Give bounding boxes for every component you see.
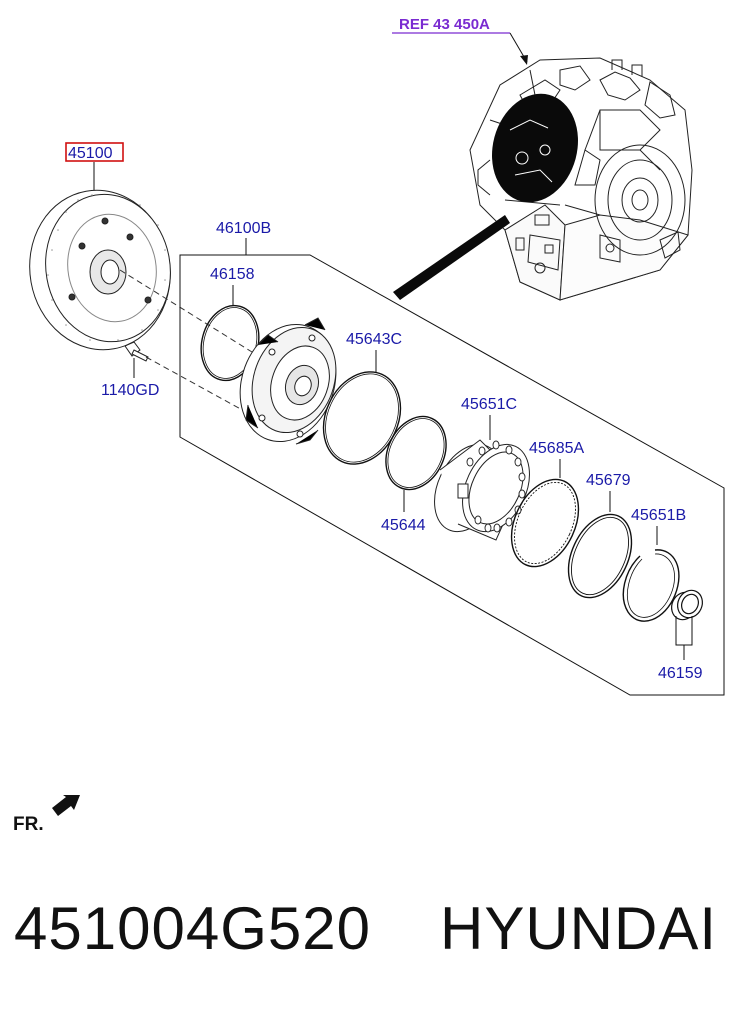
oring-45644-inner: [387, 418, 445, 488]
callout-45644[interactable]: 45644: [381, 517, 426, 534]
callout-45651B[interactable]: 45651B: [631, 507, 686, 524]
oring-45644: [385, 415, 447, 491]
snap-ring-45685A-inner: [514, 481, 576, 565]
torque-converter: [29, 189, 171, 351]
callout-45651C[interactable]: 45651C: [461, 396, 517, 413]
part-number: 451004G520: [14, 895, 371, 962]
snap-ring-45685A: [510, 478, 580, 568]
callout-1140GD[interactable]: 1140GD: [101, 382, 159, 399]
callout-45685A[interactable]: 45685A: [529, 440, 584, 457]
ring-45679: [567, 513, 633, 599]
callout-45679[interactable]: 45679: [586, 472, 631, 489]
oil-pump-housing: [239, 317, 337, 445]
mounting-face-detail: [509, 119, 553, 183]
kit-boundary-46100B: [179, 254, 725, 696]
bolt-1140GD: [124, 341, 149, 362]
reference-leader-band: [393, 215, 510, 300]
callout-46158[interactable]: 46158: [210, 266, 255, 283]
ring-45679-inner: [571, 516, 629, 596]
callout-46100B[interactable]: 46100B: [216, 220, 271, 237]
callout-45643C[interactable]: 45643C: [346, 331, 402, 348]
front-label: FR.: [13, 814, 44, 835]
callout-46159[interactable]: 46159: [658, 665, 703, 682]
brand-name: HYUNDAI: [440, 895, 718, 962]
highlight-box-45100: [65, 142, 124, 162]
callout-45100[interactable]: 45100: [68, 145, 113, 162]
alignment-dashes: [119, 269, 253, 413]
transmission-mounting-face: [492, 93, 578, 203]
snap-ring-45651B-inner: [627, 553, 675, 618]
front-arrow-icon: [52, 795, 80, 816]
ref-label: REF 43 450A: [399, 16, 490, 33]
small-seal-46159: [671, 589, 703, 621]
clutch-drum-45651C: [434, 439, 530, 541]
footer-bar: 451004G520 HYUNDAI: [0, 880, 740, 990]
snap-ring-45651B: [622, 549, 680, 622]
seal-ring-45643C-inner: [325, 373, 399, 463]
leader-46159: [675, 616, 693, 646]
converter-stipple: [47, 194, 166, 341]
ref-arrowhead: [520, 55, 528, 65]
